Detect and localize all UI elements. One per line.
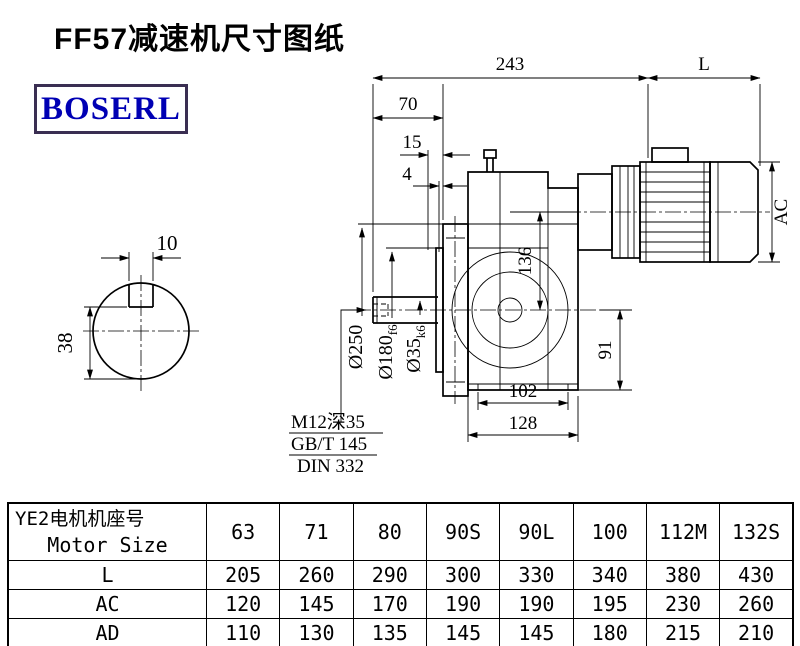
size-cell: 112M — [645, 502, 721, 561]
dim-keyway-width: 10 — [101, 231, 181, 281]
note-thread-label: M12深35 — [291, 411, 365, 433]
dim-4-label: 4 — [402, 164, 412, 185]
page-title: FF57减速机尺寸图纸 — [54, 23, 346, 56]
size-cell: 100 — [572, 502, 647, 561]
dim-70-label: 70 — [399, 94, 418, 115]
value-cell: 180 — [572, 618, 647, 646]
dim-91-label: 91 — [595, 341, 616, 360]
dim-38-label: 38 — [53, 333, 77, 354]
dia-35-tolerance: k6 — [413, 325, 428, 339]
dim-102-label: 102 — [509, 381, 538, 402]
value-cell: 210 — [719, 618, 794, 646]
value-cell: 380 — [645, 560, 721, 590]
value-cell: 145 — [499, 618, 574, 646]
header-motor-size-cell: YE2电机机座号 Motor Size — [7, 502, 207, 561]
value-cell: 330 — [499, 560, 574, 590]
value-cell: 145 — [279, 589, 354, 619]
dia-250-label: Ø250 — [345, 325, 367, 369]
value-cell: 130 — [279, 618, 354, 646]
value-cell: 260 — [279, 560, 354, 590]
value-cell: 135 — [352, 618, 427, 646]
value-cell: 260 — [719, 589, 794, 619]
value-cell: 290 — [352, 560, 427, 590]
dim-AC-label: AC — [771, 199, 792, 225]
header-en: Motor Size — [47, 533, 168, 557]
dim-136-label: 136 — [515, 247, 536, 276]
dia-35-value: Ø35 — [403, 338, 425, 372]
gear-housing — [451, 149, 579, 391]
value-cell: 110 — [205, 618, 281, 646]
dia-180-value: Ø180 — [375, 335, 397, 379]
motor — [577, 147, 759, 263]
size-cell: 80 — [352, 502, 427, 561]
note-gb-label: GB/T 145 — [291, 434, 367, 455]
dim-243-label: 243 — [496, 54, 525, 75]
value-cell: 430 — [719, 560, 794, 590]
size-cell: 132S — [719, 502, 794, 561]
table-row-AC: AC 120 145 170 190 190 195 230 260 — [7, 589, 794, 619]
dim-shaft-height: 38 — [53, 306, 139, 380]
value-cell: 300 — [425, 560, 501, 590]
dia-35-label: Ø35k6 — [403, 325, 428, 373]
thread-note: M12深35 GB/T 145 DIN 332 — [289, 307, 383, 477]
value-cell: 120 — [205, 589, 281, 619]
dim-15-label: 15 — [403, 132, 422, 153]
dim-128-label: 128 — [509, 413, 538, 434]
shaft-end-view: 10 38 — [53, 231, 199, 391]
value-cell: 205 — [205, 560, 281, 590]
size-cell: 63 — [205, 502, 281, 561]
size-cell: 71 — [279, 502, 354, 561]
dimension-drawing: 10 38 — [53, 54, 792, 477]
size-cell: 90L — [499, 502, 574, 561]
value-cell: 190 — [499, 589, 574, 619]
boserl-logo: BOSERL — [34, 84, 188, 134]
dimensions: 243 L 70 15 4 AC 136 — [289, 54, 792, 477]
table-row-AD: AD 110 130 135 145 145 180 215 210 — [7, 618, 794, 646]
value-cell: 145 — [425, 618, 501, 646]
size-cell: 90S — [425, 502, 501, 561]
value-cell: 190 — [425, 589, 501, 619]
note-din-label: DIN 332 — [297, 456, 364, 477]
row-label: L — [7, 560, 207, 590]
table-header-row: YE2电机机座号 Motor Size 63 71 80 90S 90L 100… — [7, 502, 794, 561]
dim-10-label: 10 — [157, 231, 178, 255]
value-cell: 215 — [645, 618, 721, 646]
value-cell: 230 — [645, 589, 721, 619]
value-cell: 340 — [572, 560, 647, 590]
header-cn: YE2电机机座号 — [15, 508, 145, 530]
dia-180-label: Ø180f6 — [375, 324, 400, 380]
motor-size-table: YE2电机机座号 Motor Size 63 71 80 90S 90L 100… — [7, 502, 794, 646]
row-label: AC — [7, 589, 207, 619]
value-cell: 195 — [572, 589, 647, 619]
value-cell: 170 — [352, 589, 427, 619]
dim-L-label: L — [698, 54, 710, 75]
boserl-logo-text: BOSERL — [41, 90, 181, 127]
dia-180-tolerance: f6 — [385, 324, 400, 335]
table-row-L: L 205 260 290 300 330 340 380 430 — [7, 560, 794, 590]
row-label: AD — [7, 618, 207, 646]
